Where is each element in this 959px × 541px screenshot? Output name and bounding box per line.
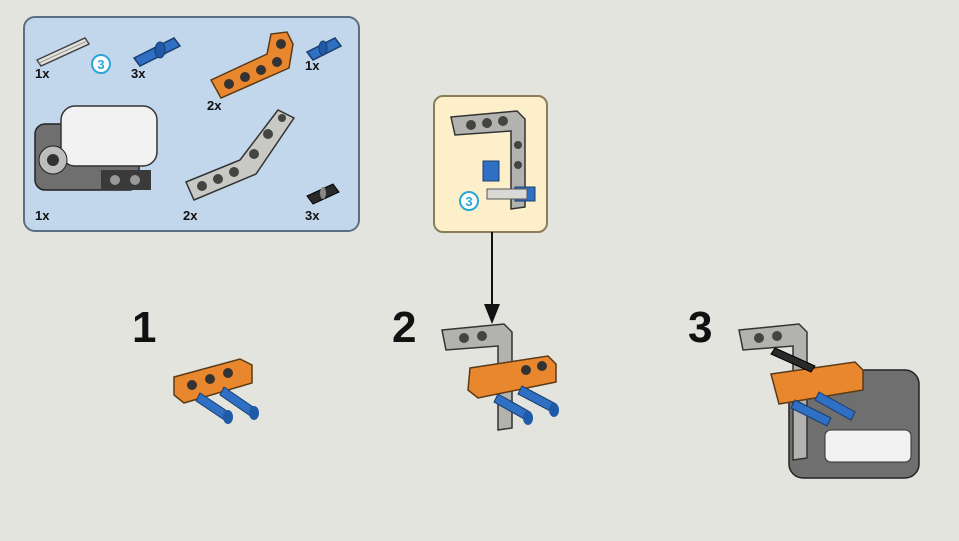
sensor-part-icon	[34, 105, 158, 191]
black-pin-icon	[306, 183, 340, 205]
blue-pin-qty: 1x	[305, 58, 320, 73]
step-number-2: 2	[392, 303, 417, 352]
sensor-qty: 1x	[35, 208, 50, 223]
grey-beam-qty: 2x	[183, 208, 198, 223]
subassembly-panel: 3	[433, 95, 548, 233]
step-3-illustration	[738, 323, 920, 479]
blue-pin-long-qty: 3x	[131, 66, 146, 81]
callout-circle-icon: 3	[91, 54, 111, 74]
axle-qty: 1x	[35, 66, 50, 81]
subassembly-illustration	[450, 110, 536, 210]
black-pin-qty: 3x	[305, 208, 320, 223]
down-arrow-icon	[484, 232, 500, 324]
step-2-illustration	[441, 323, 559, 431]
blue-pin-icon	[305, 37, 343, 61]
step-1-illustration	[173, 358, 259, 424]
step-number-3: 3	[688, 303, 713, 352]
step-number-1: 1	[132, 303, 157, 352]
orange-beam-qty: 2x	[207, 98, 222, 113]
axle-part-icon	[35, 37, 91, 67]
orange-beam-icon	[209, 31, 294, 99]
grey-beam-icon	[185, 109, 296, 201]
parts-list-panel: 1x 3 3x 2x 1x 1x	[23, 16, 360, 232]
subassembly-callout-circle-icon: 3	[459, 191, 479, 211]
blue-pin-long-icon	[132, 37, 182, 67]
